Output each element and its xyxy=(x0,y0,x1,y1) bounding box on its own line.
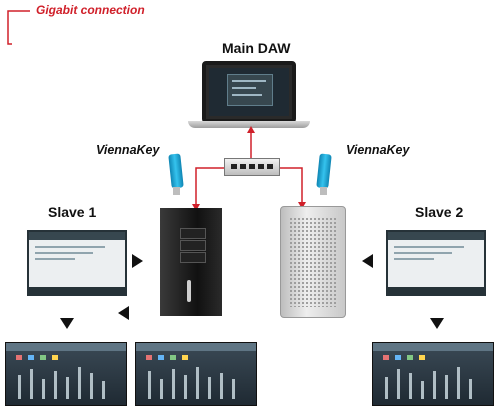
slave2-label: Slave 2 xyxy=(415,204,464,220)
slave1-screen xyxy=(27,230,127,296)
mixer-screen xyxy=(372,342,494,406)
legend-connector-line xyxy=(7,10,30,45)
mixer-screen xyxy=(5,342,127,406)
legend-label: Gigabit connection xyxy=(36,3,145,17)
network-switch-icon xyxy=(224,158,280,176)
viennakey-label-right: ViennaKey xyxy=(346,143,410,157)
arrow-left xyxy=(362,254,373,268)
main-daw-label: Main DAW xyxy=(222,40,291,56)
arrow-down xyxy=(60,318,74,329)
arrow-left xyxy=(118,306,129,320)
laptop-base xyxy=(188,121,310,128)
laptop-icon xyxy=(202,61,296,123)
mac-pro-icon xyxy=(280,206,346,318)
usb-connector xyxy=(173,187,180,195)
tower-pc-icon xyxy=(160,208,222,316)
usb-connector xyxy=(320,187,327,195)
slave1-label: Slave 1 xyxy=(48,204,97,220)
laptop-display xyxy=(209,68,289,116)
arrow-right xyxy=(132,254,143,268)
viennakey-label-left: ViennaKey xyxy=(96,143,160,157)
slave2-screen xyxy=(386,230,486,296)
mixer-screen xyxy=(135,342,257,406)
laptop-window xyxy=(227,74,273,106)
arrow-down xyxy=(430,318,444,329)
